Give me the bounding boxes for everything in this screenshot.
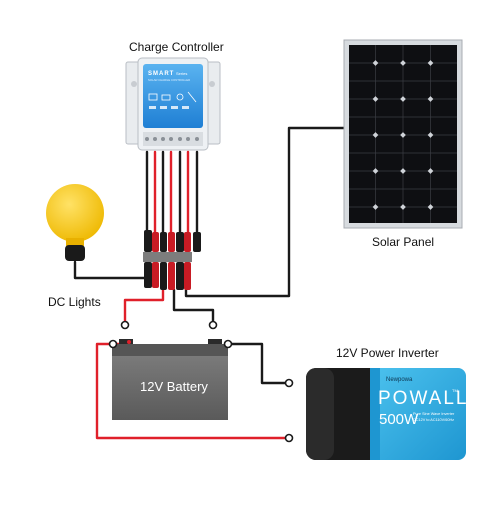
connector-pair-6 bbox=[184, 232, 191, 290]
connector-lower bbox=[168, 262, 175, 290]
connector-pair-4 bbox=[168, 232, 175, 290]
connector-lower bbox=[144, 262, 152, 288]
battery-terminal-negative bbox=[208, 339, 222, 346]
inverter-end-cap bbox=[306, 368, 334, 460]
ring-terminal bbox=[284, 378, 294, 388]
connector-upper bbox=[176, 232, 184, 252]
controller-screw-hole bbox=[131, 81, 137, 87]
battery-top bbox=[112, 344, 228, 356]
battery-terminal-positive bbox=[119, 339, 133, 346]
dc-lights-wire bbox=[73, 260, 150, 280]
connector-lower bbox=[152, 262, 159, 288]
connector-upper bbox=[193, 232, 201, 252]
terminal-screw bbox=[169, 137, 173, 141]
terminal-screw bbox=[195, 137, 199, 141]
inverter-face-edge bbox=[370, 368, 380, 460]
connector-lower bbox=[176, 262, 184, 290]
controller-terminal-screws bbox=[145, 137, 199, 141]
inverter-positive-wire bbox=[95, 342, 287, 440]
battery-positive-wire bbox=[123, 288, 165, 324]
battery-label: 12V Battery bbox=[140, 379, 208, 394]
terminal-screw bbox=[178, 137, 182, 141]
terminal-marker bbox=[160, 106, 167, 109]
controller-screw-hole bbox=[209, 81, 215, 87]
connector-upper bbox=[168, 232, 175, 252]
connector-collar bbox=[143, 252, 153, 262]
connector-collars bbox=[143, 252, 192, 262]
battery-status-icon bbox=[161, 94, 171, 101]
controller-terminal-icons bbox=[149, 106, 189, 109]
connector-upper bbox=[160, 232, 167, 252]
solar-panel bbox=[343, 39, 463, 229]
connector-pair-3 bbox=[160, 232, 167, 290]
inverter-trademark: TM bbox=[452, 388, 458, 393]
bulb-glass bbox=[46, 184, 104, 242]
terminal-screw bbox=[186, 137, 190, 141]
light-bulb-icon bbox=[46, 184, 104, 261]
controller-face-panel bbox=[143, 64, 203, 128]
connector-pair-7 bbox=[193, 232, 201, 252]
dc-lights-label: DC Lights bbox=[48, 295, 101, 309]
terminal-screw bbox=[145, 137, 149, 141]
ring-terminal bbox=[223, 339, 233, 349]
connector-upper bbox=[152, 232, 159, 252]
status-line-icon bbox=[187, 91, 197, 103]
connector-collar bbox=[175, 252, 185, 262]
ring-terminal bbox=[208, 320, 218, 330]
controller-sub: Series bbox=[176, 71, 187, 76]
bulb-neck bbox=[66, 238, 84, 246]
battery-negative-wire bbox=[172, 288, 215, 324]
solar-status-icon bbox=[148, 93, 158, 101]
connector-lower bbox=[184, 262, 191, 290]
inverter-brand: Newpowa bbox=[386, 377, 413, 383]
wire-connectors bbox=[143, 230, 201, 290]
terminal-marker bbox=[149, 106, 156, 109]
terminal-screw bbox=[153, 137, 157, 141]
inverter-face bbox=[370, 368, 466, 460]
inverter-line1: Pure Sine Wave Inverter bbox=[413, 412, 455, 416]
connector-upper bbox=[144, 230, 152, 252]
connector-pair-5 bbox=[176, 232, 184, 290]
connector-lower bbox=[160, 262, 167, 290]
solar-panel-wire bbox=[184, 126, 346, 298]
connector-pair-1 bbox=[144, 230, 152, 288]
controller-fine-print: SOLAR CHARGE CONTROLLER bbox=[148, 78, 190, 82]
ring-terminal bbox=[284, 433, 294, 443]
terminal-marker bbox=[182, 106, 189, 109]
connector-collar bbox=[167, 252, 176, 262]
connector-pair-2 bbox=[152, 232, 159, 288]
charge-controller: SMART Series SOLAR CHARGE CONTROLLER bbox=[125, 57, 221, 151]
ring-terminals bbox=[108, 320, 294, 443]
solar-panel-label: Solar Panel bbox=[372, 235, 435, 249]
connector-collar bbox=[183, 252, 192, 262]
power-inverter: Newpowa POWALL TM 500W Pure Sine Wave In… bbox=[306, 368, 469, 460]
connector-collar bbox=[151, 252, 160, 262]
ring-terminal bbox=[120, 320, 130, 330]
controller-status-icons bbox=[148, 91, 197, 103]
charge-controller-label: Charge Controller bbox=[129, 40, 224, 54]
bulb-base bbox=[65, 245, 85, 261]
wires bbox=[73, 126, 346, 440]
inverter-label: 12V Power Inverter bbox=[336, 346, 439, 360]
connector-upper bbox=[184, 232, 191, 252]
battery-icon bbox=[112, 339, 228, 420]
ring-terminal bbox=[108, 339, 118, 349]
load-status-icon bbox=[176, 93, 184, 101]
terminal-screw bbox=[161, 137, 165, 141]
terminal-marker bbox=[171, 106, 178, 109]
battery-body bbox=[112, 356, 228, 420]
inverter-negative-wire bbox=[225, 342, 287, 385]
inverter-model: POWALL bbox=[378, 388, 469, 409]
inverter-line2: DC12V to AC110V/60Hz bbox=[413, 418, 454, 422]
connector-collar bbox=[159, 252, 168, 262]
inverter-watts: 500W bbox=[379, 411, 419, 428]
battery-positive-dot bbox=[127, 340, 131, 344]
controller-brand: SMART bbox=[148, 71, 174, 77]
